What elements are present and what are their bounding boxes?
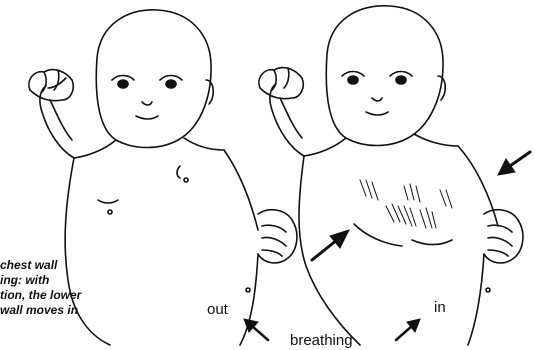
caption-line-1: chest wall [0,258,210,273]
label-in: in [434,299,446,316]
arrow-chest-right-icon [498,152,530,175]
arrow-chest-left-icon [312,230,349,260]
label-out: out [207,301,228,318]
caption-line-2: ing: with [0,273,210,288]
caption-line-4: wall moves in [0,303,210,318]
head-right [326,6,443,146]
label-breathing: breathing [290,332,353,349]
arrow-in-icon [396,319,420,340]
baby-right [259,6,523,345]
arrow-out-icon [244,319,268,340]
caption-text: chest wall ing: with tion, the lower wal… [0,258,210,318]
caption-line-3: tion, the lower [0,288,210,303]
